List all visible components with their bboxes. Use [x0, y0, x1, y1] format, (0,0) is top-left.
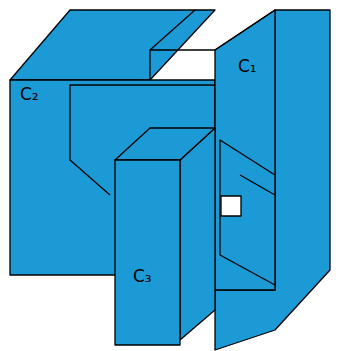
top-edge: [150, 10, 215, 80]
part-label: C₂: [20, 86, 39, 103]
see-through-gap: [221, 196, 241, 216]
ring-opening: [220, 140, 275, 285]
post-side: [180, 128, 215, 340]
ring-side: [215, 10, 330, 350]
ring-front: [215, 10, 275, 290]
post-front: [115, 160, 180, 345]
post-top: [115, 128, 215, 160]
part-label: C₃: [133, 268, 152, 285]
ring-edge: [215, 10, 275, 50]
block-top: [10, 10, 215, 80]
part-label: C₁: [238, 58, 257, 75]
opening-edge: [240, 175, 275, 195]
